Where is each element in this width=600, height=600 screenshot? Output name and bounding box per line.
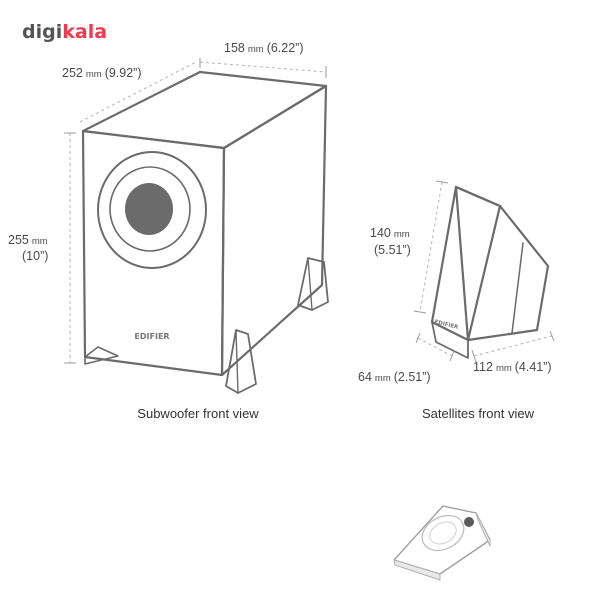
subwoofer-brand-label: EDIFIER <box>134 332 169 341</box>
satellite-drawing: EDIFIER <box>430 185 550 359</box>
subwoofer-caption: Subwoofer front view <box>137 406 259 421</box>
subwoofer-cone <box>109 166 191 252</box>
subwoofer-depth-imperial: (9.92”) <box>105 66 142 80</box>
satellite-height-value: 140 <box>370 226 391 240</box>
satellite-depth-unit: mm <box>496 363 512 374</box>
subwoofer-drawing: EDIFIER <box>81 70 329 394</box>
subwoofer-foot-front-left <box>84 346 119 365</box>
subwoofer-foot-front-right <box>225 329 257 394</box>
subwoofer-side-face <box>220 84 328 377</box>
satellite-side-face <box>454 185 550 342</box>
subwoofer-top-face <box>81 70 328 150</box>
thumbnail-driver-ring <box>421 514 465 552</box>
satellite-width-unit: mm <box>375 373 391 384</box>
subwoofer-height-imperial: (10”) <box>22 249 48 263</box>
thumbnail-base <box>393 559 441 581</box>
satellite-brand-label: EDIFIER <box>434 319 460 331</box>
digikala-logo[interactable]: digikala <box>22 21 107 43</box>
subwoofer-outer-ring <box>97 151 207 269</box>
subwoofer-height-unit: mm <box>32 236 48 247</box>
subwoofer-width-value: 158 <box>224 41 245 55</box>
subwoofer-depth-value: 252 <box>62 66 83 80</box>
subwoofer-foot-back <box>297 257 329 311</box>
subwoofer-width-imperial: (6.22”) <box>267 41 304 55</box>
satellite-caption: Satellites front view <box>422 406 535 421</box>
satellite-height-unit: mm <box>394 229 410 240</box>
satellite-depth-imperial: (4.41”) <box>515 360 552 374</box>
satellite-thumbnail[interactable] <box>393 505 491 581</box>
logo-text-digi: digi <box>22 21 62 43</box>
satellite-width-imperial: (2.51”) <box>394 370 431 384</box>
satellite-height-imperial: (5.51”) <box>374 243 411 257</box>
satellite-base <box>431 321 469 359</box>
thumbnail-knob <box>464 517 474 527</box>
subwoofer-height-value: 255 <box>8 233 29 247</box>
subwoofer-width-unit: mm <box>248 44 264 55</box>
satellite-width-value: 64 <box>358 370 372 384</box>
subwoofer-depth-unit: mm <box>86 69 102 80</box>
satellite-depth-value: 112 <box>473 360 493 374</box>
subwoofer-dust-cap <box>125 183 173 235</box>
logo-text-kala: kala <box>62 21 107 43</box>
subwoofer-dimension-guides <box>64 58 327 364</box>
satellite-dimension-guides <box>413 180 555 363</box>
